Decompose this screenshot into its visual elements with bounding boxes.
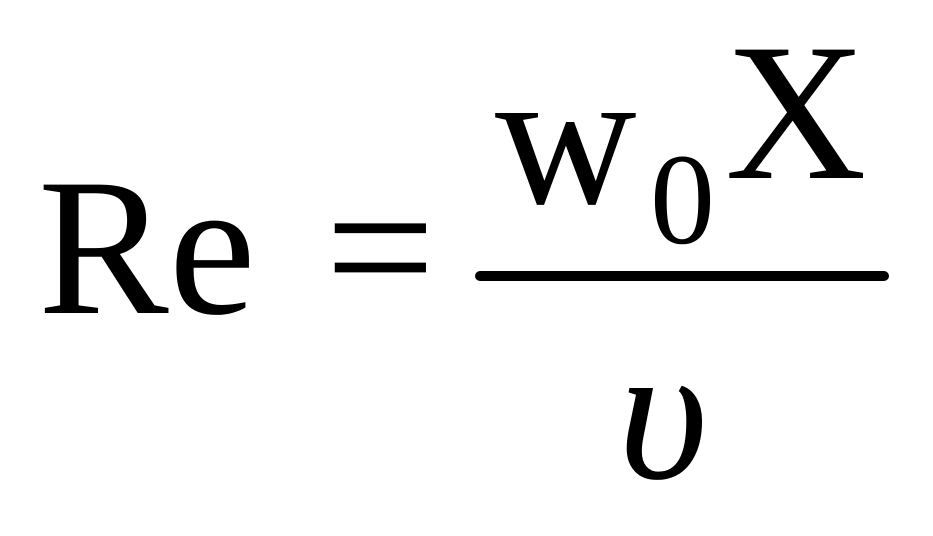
numerator-subscript: 0 xyxy=(650,128,715,272)
formula-lhs: Re xyxy=(38,139,256,356)
fraction-denominator: υ xyxy=(618,304,708,521)
equals-sign: = xyxy=(325,139,436,356)
numerator-velocity-symbol: w xyxy=(495,29,637,246)
fraction-bar xyxy=(475,271,889,281)
numerator-length-symbol: X xyxy=(725,4,867,221)
fraction-numerator: w 0 X xyxy=(495,15,895,266)
